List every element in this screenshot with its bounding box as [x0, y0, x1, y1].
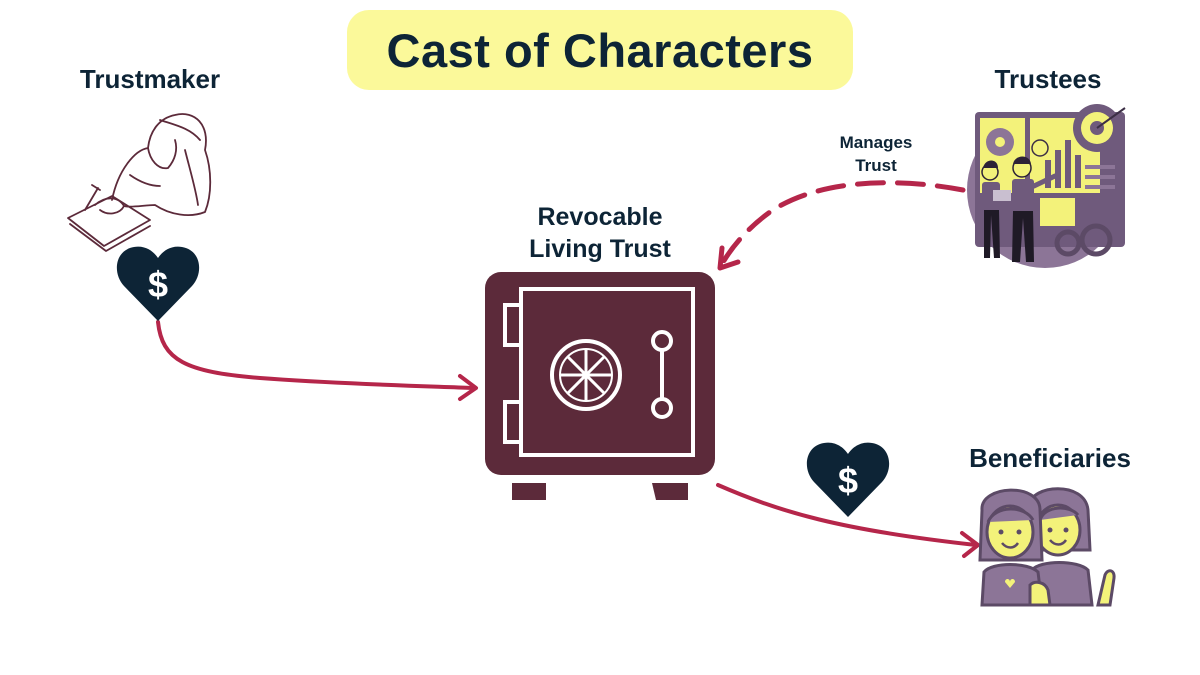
- manages-label-line2: Trust: [855, 156, 897, 175]
- dollar-sign: $: [148, 264, 168, 305]
- two-people-icon: [978, 487, 1116, 607]
- beneficiaries-label: Beneficiaries: [969, 443, 1131, 473]
- safe-handle: [651, 330, 673, 419]
- title-banner: Cast of Characters: [347, 10, 853, 90]
- presentation-dashboard-icon: [967, 104, 1126, 268]
- safe-icon: [485, 272, 715, 500]
- edge-distribution: [716, 483, 980, 558]
- dollar-sign: $: [838, 460, 858, 501]
- trust-label: Revocable Living Trust: [500, 201, 700, 265]
- safe-dial: [550, 339, 622, 411]
- heart-dollar-icon-distribution: $: [806, 442, 890, 517]
- trust-label-line1: Revocable: [537, 203, 663, 231]
- heart-dollar-icon-funding: $: [116, 246, 200, 321]
- trust-label-line2: Living Trust: [529, 235, 671, 263]
- edge-manages: [717, 180, 966, 271]
- edge-funding: [156, 320, 478, 401]
- trustees-label: Trustees: [994, 64, 1102, 94]
- manages-trust-label: Manages Trust: [818, 131, 934, 177]
- arrowhead-funding: [458, 374, 478, 401]
- arrowhead-distribution: [960, 531, 980, 558]
- manages-label-line1: Manages: [839, 133, 913, 152]
- trustmaker-label: Trustmaker: [79, 64, 221, 94]
- arrowhead-manages: [717, 245, 741, 271]
- page-title: Cast of Characters: [386, 23, 814, 77]
- person-writing-icon: [67, 113, 212, 252]
